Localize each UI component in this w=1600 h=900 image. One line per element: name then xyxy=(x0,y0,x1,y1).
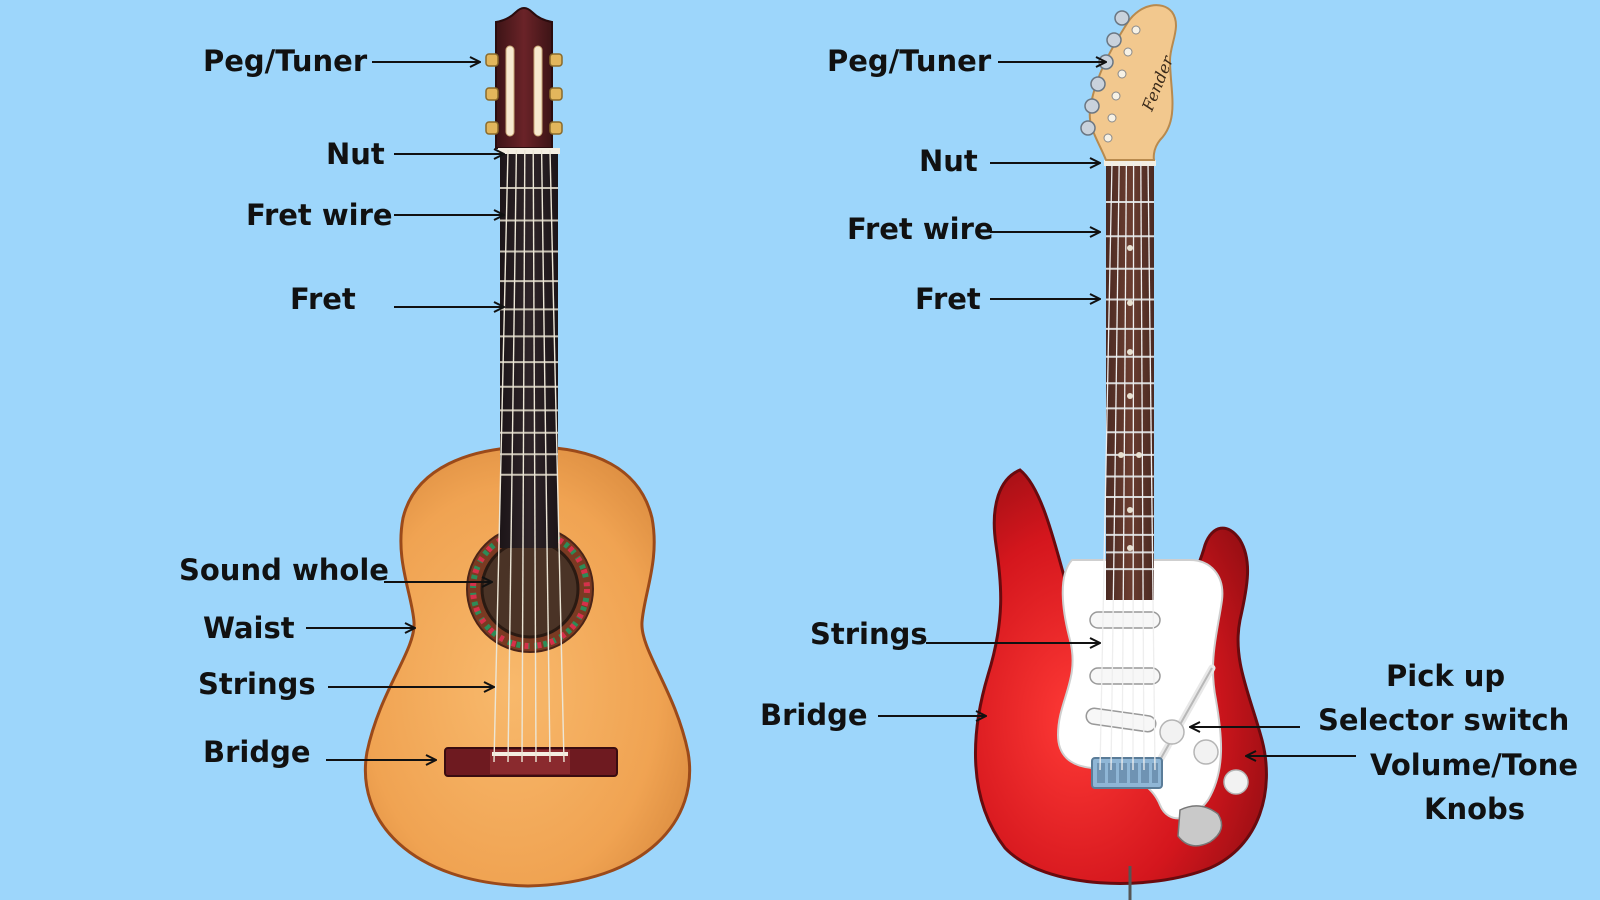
string xyxy=(493,149,509,763)
acoustic-guitar xyxy=(364,7,691,888)
label-acoustic-nut: Nut xyxy=(326,137,385,171)
electric-tuners xyxy=(1080,10,1130,136)
label-electric-fret: Fret xyxy=(915,282,981,316)
string xyxy=(549,149,565,763)
label-acoustic-fret: Fret xyxy=(290,282,356,316)
string xyxy=(1132,161,1135,771)
label-pickup-line2: Selector switch xyxy=(1318,703,1570,737)
output-jack xyxy=(1177,805,1223,847)
label-electric-fret-wire: Fret wire xyxy=(847,212,994,246)
label-acoustic-sound-hole: Sound whole xyxy=(179,553,389,587)
string xyxy=(532,149,537,763)
fret-inlays xyxy=(1118,245,1142,551)
label-acoustic-bridge: Bridge xyxy=(203,735,311,769)
label-acoustic-peg-tuner: Peg/Tuner xyxy=(203,44,368,78)
string xyxy=(1140,161,1145,771)
acoustic-headstock xyxy=(495,7,553,149)
string xyxy=(1099,161,1113,771)
electric-pickups xyxy=(1085,611,1161,733)
label-acoustic-strings: Strings xyxy=(198,667,316,701)
label-acoustic-waist: Waist xyxy=(203,611,295,645)
label-knobs-line2: Knobs xyxy=(1424,792,1526,826)
string xyxy=(540,149,551,763)
sound-hole xyxy=(482,541,578,637)
string xyxy=(507,149,518,763)
label-knobs-line1: Volume/Tone xyxy=(1370,748,1579,782)
label-arrows xyxy=(306,62,1356,760)
acoustic-nut xyxy=(498,148,560,154)
electric-nut xyxy=(1104,160,1156,166)
string xyxy=(1147,161,1156,771)
acoustic-fretboard xyxy=(500,152,558,548)
label-electric-bridge: Bridge xyxy=(760,698,868,732)
electric-fret-wires xyxy=(1106,201,1154,571)
electric-guitar: Fender xyxy=(973,4,1268,900)
acoustic-pegs xyxy=(485,53,563,135)
label-electric-strings: Strings xyxy=(810,617,928,651)
label-electric-nut: Nut xyxy=(919,144,978,178)
acoustic-strings xyxy=(493,149,565,763)
volume-tone-knobs xyxy=(1159,719,1249,795)
string xyxy=(1121,161,1128,771)
label-pickup-line1: Pick up xyxy=(1386,659,1506,693)
string xyxy=(1110,161,1120,771)
string xyxy=(521,149,526,763)
acoustic-fret-wires xyxy=(500,187,558,476)
label-electric-peg-tuner: Peg/Tuner xyxy=(827,44,992,78)
label-acoustic-fret-wire: Fret wire xyxy=(246,198,393,232)
electric-strings xyxy=(1099,161,1156,771)
